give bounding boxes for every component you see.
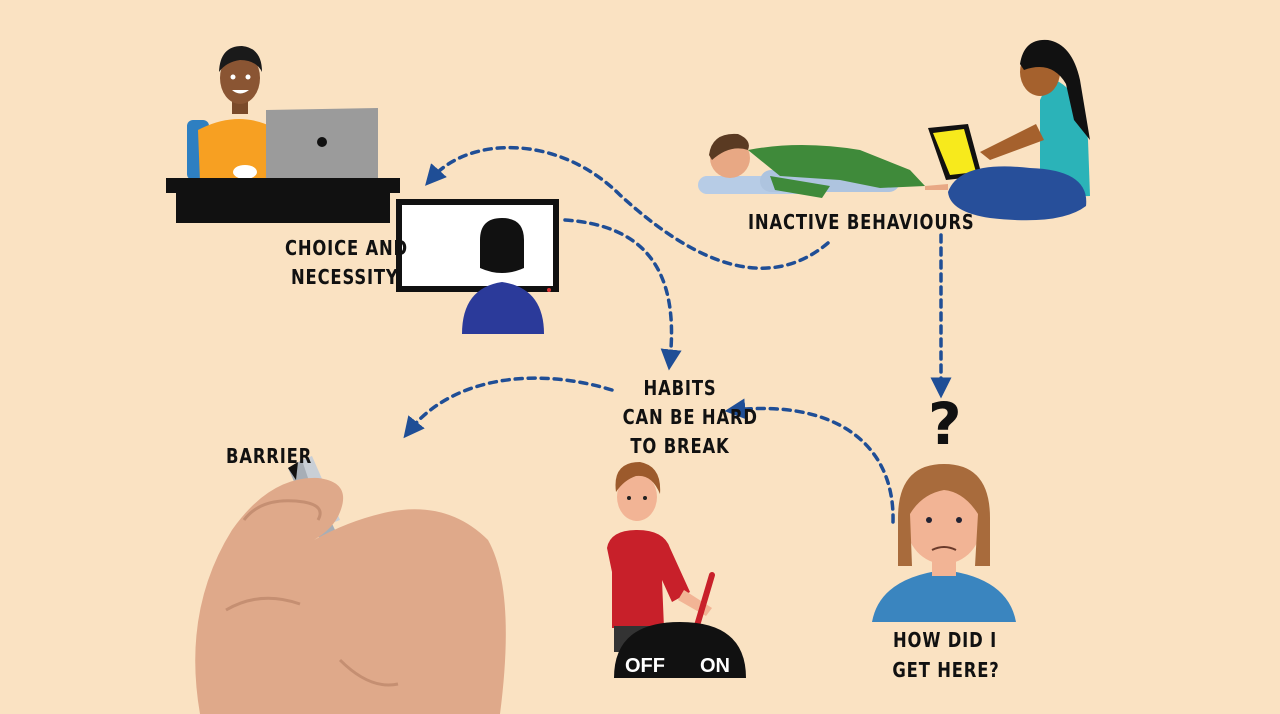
- arrow-tv-to-habits: [563, 218, 682, 371]
- label-necessity: NECESSITY: [291, 265, 399, 289]
- desk: [166, 178, 400, 193]
- arrow-inactive-to-desk: [425, 145, 830, 270]
- on-off-switch: [614, 622, 746, 678]
- switch-man-illustration: OFF ON: [607, 462, 746, 678]
- hand-with-marker-illustration: [195, 456, 506, 714]
- switch-on-label: ON: [700, 655, 730, 677]
- label-habits-line1: HABITS: [643, 376, 717, 400]
- label-barrier: BARRIER: [226, 444, 313, 468]
- worried-woman-illustration: [872, 464, 1016, 622]
- arrow-woman-to-habits: [724, 398, 895, 524]
- arrow-habits-to-barrier: [403, 376, 614, 439]
- switch-off-label: OFF: [625, 655, 665, 677]
- label-habits-line2: CAN BE HARD: [622, 405, 758, 429]
- label-choice: CHOICE AND: [285, 236, 408, 260]
- label-habits-line3: TO BREAK: [630, 434, 730, 458]
- tv-viewer-illustration: [396, 199, 559, 334]
- inactive-people-illustration: [698, 39, 1090, 221]
- man-at-desk-illustration: [166, 46, 400, 223]
- label-get-here: GET HERE?: [892, 658, 1000, 682]
- label-how-did-i: HOW DID I: [893, 628, 997, 652]
- label-inactive-behaviours: INACTIVE BEHAVIOURS: [748, 210, 975, 234]
- question-mark-icon: ?: [928, 390, 962, 458]
